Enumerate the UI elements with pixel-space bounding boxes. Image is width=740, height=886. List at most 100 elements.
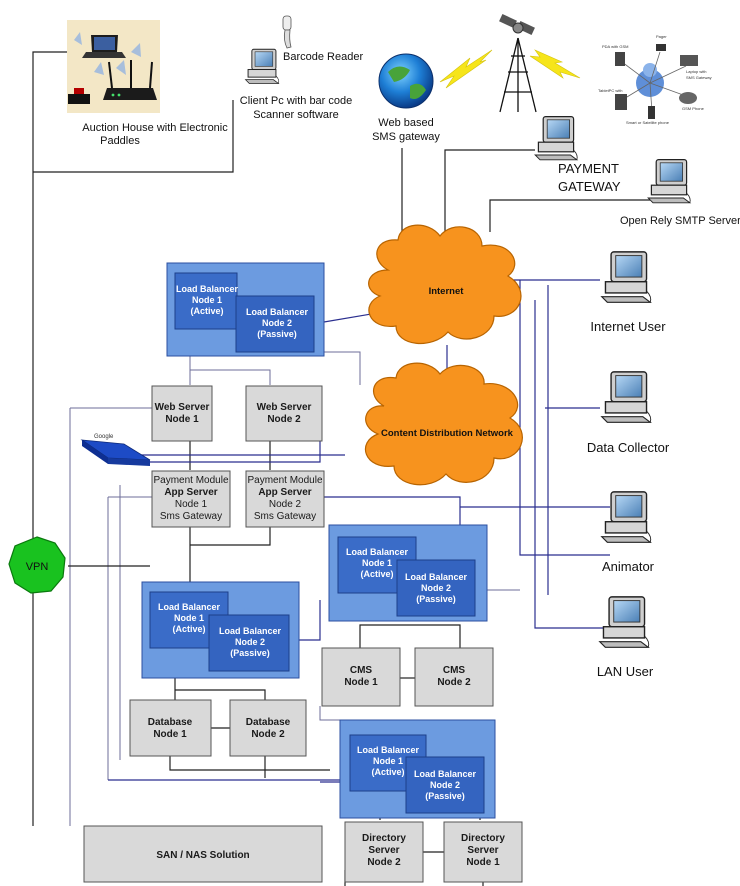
web-server-node2-label: Web Server: [257, 402, 312, 413]
directory-server-node2-label: Node 2: [367, 857, 401, 868]
connection-lines: [32, 51, 650, 886]
barcode-reader-icon: [282, 15, 292, 49]
directory-server-node1: [443, 821, 523, 883]
load-balancer-cluster-web: [166, 262, 325, 357]
cms-node1-label: Node 1: [344, 677, 378, 688]
lb-node2-label: Node 2: [421, 583, 451, 593]
cms-node1-label: CMS: [350, 665, 373, 676]
mobile-label: GSM Phone: [682, 106, 705, 111]
client-pc-icon: [245, 48, 280, 84]
lb-node1-label: Node 1: [174, 613, 204, 623]
google-appliance-icon: [80, 439, 151, 466]
mobile-devices-image: [615, 44, 698, 119]
load-balancer-cluster-database: [141, 581, 300, 679]
internet-cloud: [368, 224, 522, 345]
database-node1-label: Node 1: [153, 729, 187, 740]
app-server-node2: [245, 470, 325, 528]
app-server-node1-label: App Server: [164, 487, 217, 498]
database-node1: [129, 699, 212, 757]
mobile-label: TabletPC with: [598, 88, 622, 93]
barcode-reader-label: Barcode Reader: [283, 51, 363, 63]
app-server-node1-label: Payment Module: [153, 475, 228, 486]
data-collector-pc-icon: [601, 371, 652, 423]
directory-server-node2-label: Server: [368, 845, 399, 856]
payment-gateway-label-line1: PAYMENT: [558, 161, 619, 176]
cdn-cloud-label: Content Distribution Network: [381, 428, 514, 439]
satellite-icon: [499, 13, 535, 36]
database-node2-label: Node 2: [251, 729, 285, 740]
payment-gateway-pc-icon: [534, 115, 578, 161]
web-server-node1: [151, 385, 213, 442]
app-server-node1-label: Sms Gateway: [160, 511, 222, 522]
app-server-node1-label: Node 1: [175, 499, 208, 510]
app-server-node2-label: Sms Gateway: [254, 511, 316, 522]
globe-icon: [378, 53, 434, 109]
lb-node2-label: Load Balancer: [405, 572, 468, 582]
lb-node1-label: Node 1: [373, 756, 403, 766]
load-balancer-cluster-cms: [328, 524, 488, 622]
lb-node2-label: Node 2: [262, 318, 292, 328]
internet-cloud-label: Internet: [429, 286, 465, 297]
san-nas-storage: [83, 825, 323, 883]
cdn-cloud: [364, 362, 523, 486]
mobile-label: Laptop with: [686, 69, 706, 74]
data-collector-label: Data Collector: [587, 440, 670, 455]
app-server-node2-label: Payment Module: [247, 475, 322, 486]
cms-node2-label: Node 2: [437, 677, 471, 688]
directory-server-node2-label: Directory: [362, 833, 406, 844]
client-pc-label-line2: Scanner software: [253, 109, 339, 121]
lb-node1-label: (Active): [172, 624, 205, 634]
directory-server-node1-label: Server: [467, 845, 498, 856]
mobile-label: PDA with GSM: [602, 44, 628, 49]
san-nas-label: SAN / NAS Solution: [156, 850, 249, 861]
sms-gateway-label-line2: SMS gateway: [372, 131, 440, 143]
web-server-node2-label: Node 2: [267, 414, 301, 425]
animator-pc-icon: [601, 491, 652, 543]
lb-node1-label: Node 1: [362, 558, 392, 568]
lb-node2-label: (Passive): [230, 648, 270, 658]
lb-node2-label: Load Balancer: [219, 626, 282, 636]
google-appliance-label: Google: [94, 434, 114, 440]
lb-node2-label: Load Balancer: [414, 769, 477, 779]
lb-node2-label: Node 2: [430, 780, 460, 790]
app-server-node2-label: App Server: [258, 487, 311, 498]
cell-tower-icon: [499, 37, 537, 113]
load-balancer-cluster-directory: [339, 719, 496, 819]
web-server-node1-label: Node 1: [165, 414, 199, 425]
wireless-bolt-icon: [529, 49, 581, 79]
mobile-label: SMS Gateway: [686, 75, 712, 80]
lb-node1-label: (Active): [371, 767, 404, 777]
internet-user-pc-icon: [601, 251, 652, 303]
database-node2: [229, 699, 307, 757]
smtp-server-label: Open Rely SMTP Server: [620, 215, 740, 227]
lb-node2-label: (Passive): [257, 329, 297, 339]
directory-server-node2: [344, 821, 424, 883]
internet-user-label: Internet User: [590, 319, 666, 334]
sms-gateway-label-line1: Web based: [378, 117, 433, 129]
lb-node1-label: (Active): [360, 569, 393, 579]
app-server-node2-label: Node 2: [269, 499, 302, 510]
lb-node1-label: Load Balancer: [346, 547, 409, 557]
lb-node2-label: (Passive): [416, 594, 456, 604]
lb-node2-label: Node 2: [235, 637, 265, 647]
cms-node2-label: CMS: [443, 665, 466, 676]
web-server-node1-label: Web Server: [155, 402, 210, 413]
payment-gateway-label-line2: GATEWAY: [558, 179, 621, 194]
mobile-label: Pager: [656, 34, 667, 39]
auction-house-label-line1: Auction House with Electronic: [82, 122, 228, 134]
directory-server-node1-label: Node 1: [466, 857, 500, 868]
vpn-label: VPN: [26, 561, 49, 573]
directory-server-node1-label: Directory: [461, 833, 505, 844]
vpn-node: [8, 536, 66, 594]
database-node1-label: Database: [148, 717, 193, 728]
smtp-server-pc-icon: [647, 159, 691, 204]
auction-house-image: [67, 20, 160, 113]
cms-node1: [321, 647, 401, 707]
lb-node1-label: Load Balancer: [158, 602, 221, 612]
wireless-bolt-icon: [439, 49, 493, 89]
client-pc-label-line1: Client Pc with bar code: [240, 95, 353, 107]
lb-node1-label: Load Balancer: [357, 745, 420, 755]
mobile-label: Smart or Satellite phone: [626, 120, 670, 125]
lb-node1-label: Node 1: [192, 295, 222, 305]
